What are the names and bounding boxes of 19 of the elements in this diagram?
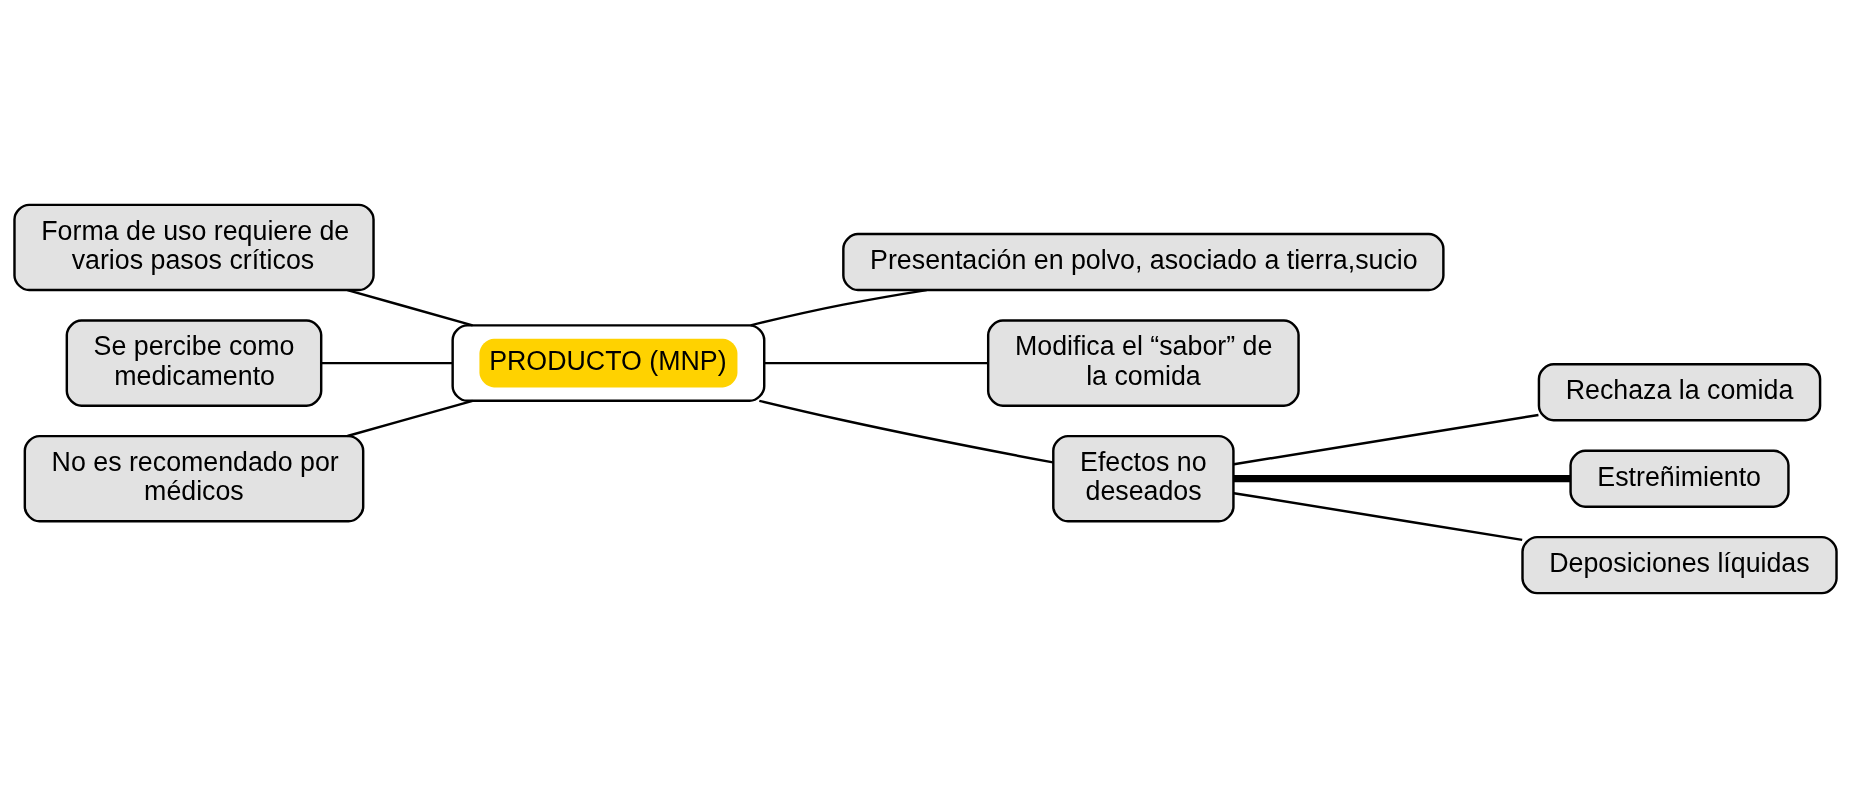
connector <box>749 288 927 327</box>
connector <box>1233 413 1539 465</box>
node-box: No es recomendado por médicos <box>23 434 364 523</box>
connector <box>321 361 452 364</box>
connector <box>1233 474 1570 482</box>
node-box: Deposiciones líquidas <box>1520 535 1838 594</box>
node-box: PRODUCTO (MNP) <box>450 323 765 402</box>
node-box: Rechaza la comida <box>1537 362 1821 421</box>
node-box: Presentación en polvo, asociado a tierra,sucio <box>841 232 1445 291</box>
node-box: Forma de uso requiere de varios pasos críticos <box>12 203 375 291</box>
node-box: Efectos no deseados <box>1051 434 1235 523</box>
node-box: Estreñimiento <box>1568 449 1790 508</box>
node-box: Se percibe como medicamento <box>65 318 322 407</box>
connector <box>346 399 473 437</box>
connector <box>763 361 988 364</box>
node-box: Modifica el “sabor” de la comida <box>986 318 1300 407</box>
connector <box>758 399 1053 464</box>
connector <box>346 288 473 326</box>
connector <box>1233 491 1522 541</box>
